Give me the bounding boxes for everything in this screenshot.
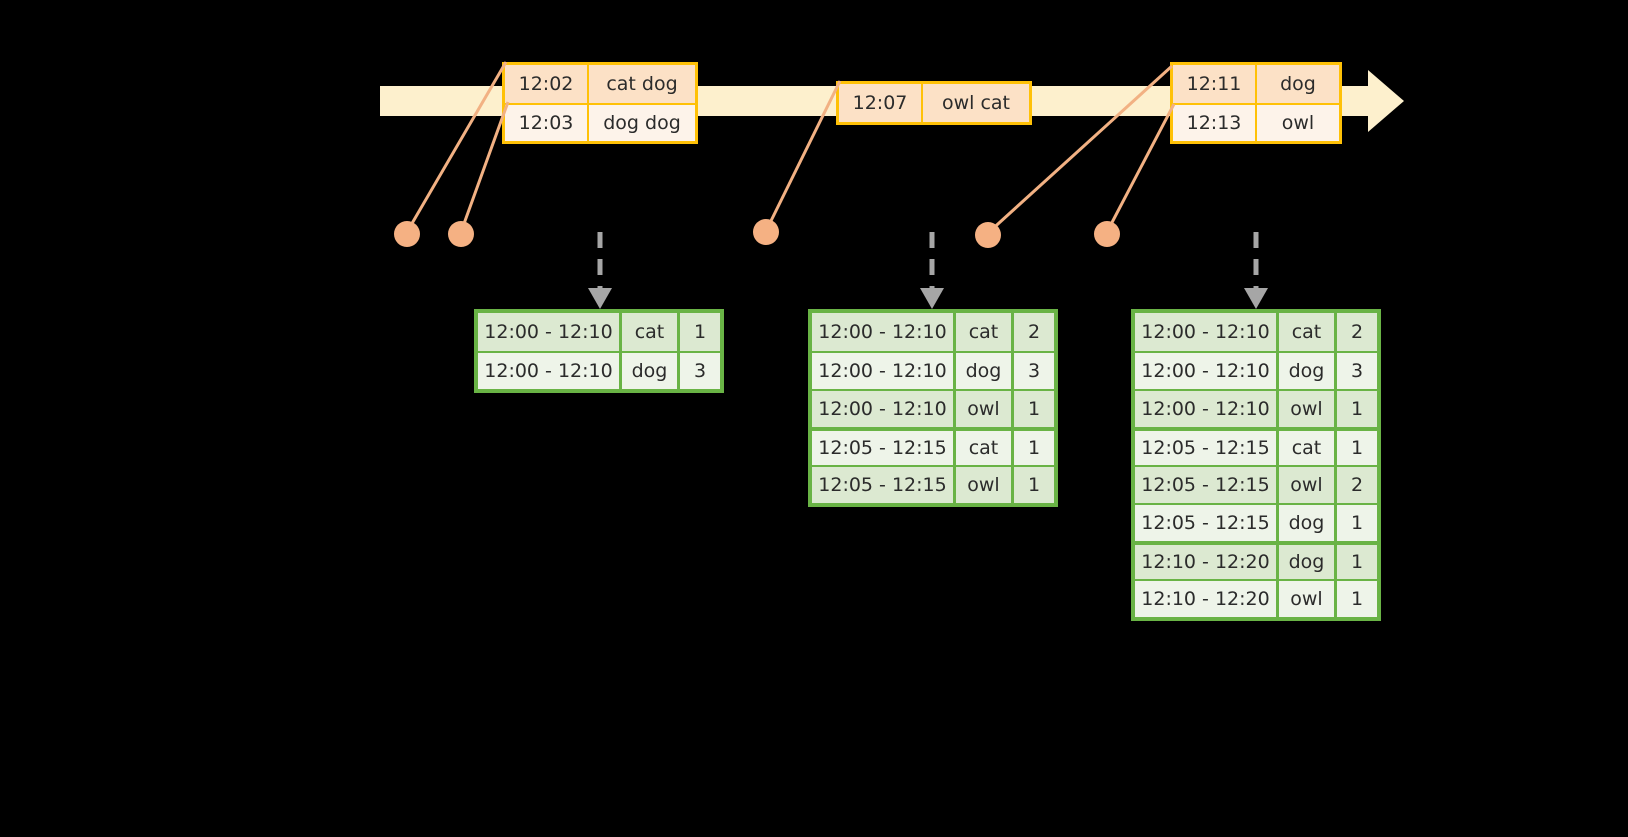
count-cell: 1 <box>1027 398 1041 420</box>
dashed-arrow-head-icon <box>1244 288 1268 309</box>
key-cell: owl <box>956 391 1014 427</box>
table-row[interactable]: 12:05 - 12:15 owl 1 <box>812 465 1054 503</box>
window-cell: 12:00 - 12:10 <box>812 353 956 389</box>
event-group-2[interactable]: 12:07 owl cat <box>836 81 1032 125</box>
result-table-2[interactable]: 12:00 - 12:10 cat 2 12:00 - 12:10 dog 3 … <box>808 309 1058 507</box>
table-row[interactable]: 12:00 - 12:10 dog 3 <box>1135 351 1377 389</box>
window-cell: 12:00 - 12:10 <box>812 313 956 351</box>
event-row[interactable]: 12:03 dog dog <box>505 103 695 141</box>
window-cell: 12:00 - 12:10 <box>1135 313 1279 351</box>
count-cell: 2 <box>1350 474 1364 496</box>
key-cell: cat <box>1279 313 1337 351</box>
table-row[interactable]: 12:05 - 12:15 cat 1 <box>1135 427 1377 465</box>
window-cell: 12:00 - 12:10 <box>1135 391 1279 427</box>
key-cell: owl <box>1279 581 1337 617</box>
event-row[interactable]: 12:13 owl <box>1173 103 1339 141</box>
table-row[interactable]: 12:05 - 12:15 dog 1 <box>1135 503 1377 541</box>
event-group-1[interactable]: 12:02 cat dog 12:03 dog dog <box>502 62 698 144</box>
key-cell: dog <box>1279 353 1337 389</box>
event-time: 12:07 <box>839 84 923 122</box>
event-time: 12:03 <box>505 105 589 141</box>
count-cell: 2 <box>1350 321 1364 343</box>
window-cell: 12:00 - 12:10 <box>812 391 956 427</box>
key-cell: dog <box>1279 545 1337 579</box>
result-table-1[interactable]: 12:00 - 12:10 cat 1 12:00 - 12:10 dog 3 <box>474 309 724 393</box>
table-row[interactable]: 12:05 - 12:15 cat 1 <box>812 427 1054 465</box>
event-words: dog <box>1280 73 1316 95</box>
event-row[interactable]: 12:02 cat dog <box>505 65 695 103</box>
count-cell: 1 <box>1350 512 1364 534</box>
key-cell: dog <box>622 353 680 389</box>
connector-dot <box>1094 221 1120 247</box>
key-cell: owl <box>956 467 1014 503</box>
event-words: cat dog <box>606 73 678 95</box>
event-time: 12:13 <box>1173 105 1257 141</box>
connector-dot <box>975 222 1001 248</box>
count-cell: 3 <box>1350 360 1364 382</box>
event-time: 12:11 <box>1173 65 1257 103</box>
event-words: dog dog <box>603 112 681 134</box>
timeline-arrow-head-icon <box>1368 70 1404 132</box>
event-words: owl <box>1281 112 1315 134</box>
table-row[interactable]: 12:00 - 12:10 cat 2 <box>812 313 1054 351</box>
table-row[interactable]: 12:10 - 12:20 owl 1 <box>1135 579 1377 617</box>
window-cell: 12:05 - 12:15 <box>812 431 956 465</box>
count-cell: 1 <box>1350 588 1364 610</box>
table-row[interactable]: 12:00 - 12:10 cat 2 <box>1135 313 1377 351</box>
count-cell: 1 <box>693 321 707 343</box>
count-cell: 2 <box>1027 321 1041 343</box>
key-cell: dog <box>1279 505 1337 541</box>
window-cell: 12:00 - 12:10 <box>478 353 622 389</box>
table-row[interactable]: 12:00 - 12:10 dog 3 <box>812 351 1054 389</box>
key-cell: dog <box>956 353 1014 389</box>
event-words: owl cat <box>941 92 1011 114</box>
connector-dot <box>448 221 474 247</box>
event-time: 12:02 <box>505 65 589 103</box>
count-cell: 1 <box>1350 437 1364 459</box>
window-cell: 12:05 - 12:15 <box>1135 467 1279 503</box>
table-row[interactable]: 12:00 - 12:10 cat 1 <box>478 313 720 351</box>
count-cell: 1 <box>1027 437 1041 459</box>
window-cell: 12:00 - 12:10 <box>1135 353 1279 389</box>
table-row[interactable]: 12:00 - 12:10 owl 1 <box>1135 389 1377 427</box>
event-group-3[interactable]: 12:11 dog 12:13 owl <box>1170 62 1342 144</box>
window-cell: 12:05 - 12:15 <box>1135 505 1279 541</box>
key-cell: owl <box>1279 467 1337 503</box>
key-cell: owl <box>1279 391 1337 427</box>
key-cell: cat <box>622 313 680 351</box>
count-cell: 1 <box>1350 398 1364 420</box>
connector-dot <box>394 221 420 247</box>
count-cell: 1 <box>1027 474 1041 496</box>
window-cell: 12:00 - 12:10 <box>478 313 622 351</box>
key-cell: cat <box>1279 431 1337 465</box>
key-cell: cat <box>956 313 1014 351</box>
table-row[interactable]: 12:00 - 12:10 owl 1 <box>812 389 1054 427</box>
table-row[interactable]: 12:10 - 12:20 dog 1 <box>1135 541 1377 579</box>
event-row[interactable]: 12:07 owl cat <box>839 84 1029 122</box>
window-cell: 12:05 - 12:15 <box>1135 431 1279 465</box>
dashed-arrow-head-icon <box>588 288 612 309</box>
count-cell: 1 <box>1350 551 1364 573</box>
window-cell: 12:10 - 12:20 <box>1135 581 1279 617</box>
event-row[interactable]: 12:11 dog <box>1173 65 1339 103</box>
window-cell: 12:10 - 12:20 <box>1135 545 1279 579</box>
table-row[interactable]: 12:05 - 12:15 owl 2 <box>1135 465 1377 503</box>
connector-dot <box>753 219 779 245</box>
count-cell: 3 <box>693 360 707 382</box>
window-cell: 12:05 - 12:15 <box>812 467 956 503</box>
result-table-3[interactable]: 12:00 - 12:10 cat 2 12:00 - 12:10 dog 3 … <box>1131 309 1381 621</box>
key-cell: cat <box>956 431 1014 465</box>
count-cell: 3 <box>1027 360 1041 382</box>
dashed-arrow-head-icon <box>920 288 944 309</box>
table-row[interactable]: 12:00 - 12:10 dog 3 <box>478 351 720 389</box>
